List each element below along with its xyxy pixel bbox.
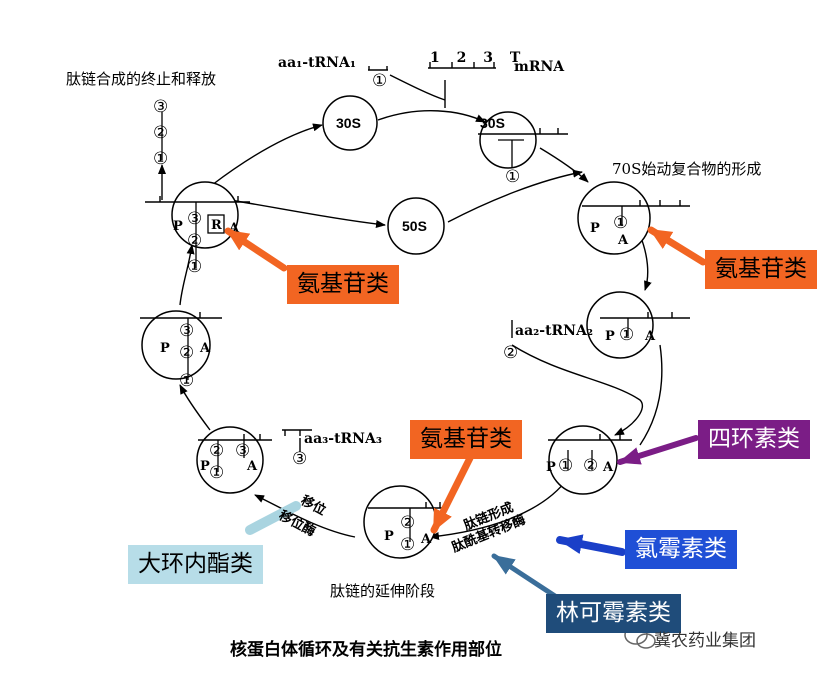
site-p: P [546,460,556,475]
aa-number: ② [209,441,224,461]
site-p: P [160,341,170,356]
aa-number: ② [400,513,415,533]
aa-number: ① [619,325,634,345]
badge-aminoglycoside-2: 氨基苷类 [705,250,817,289]
ribosome-peptide-formation [548,425,618,495]
aa-number: ② [503,343,518,363]
badge-aminoglycoside-1: 氨基苷类 [287,265,399,304]
site-p: P [384,529,394,544]
aa-number: ③ [235,441,250,461]
aa-number: ① [505,167,520,187]
ribosome-aa3-entry [196,426,264,494]
aa-number: ① [400,535,415,555]
stage-elongation: 肽链的延伸阶段 [330,582,436,600]
ribosome-30s-free [322,95,378,151]
site-p: P [173,219,183,234]
aa-number: ① [613,213,628,233]
site-a: A [246,459,258,474]
aa-number: ① [179,371,194,391]
aa-number: ③ [179,321,194,341]
ribosome-50s-free [387,197,445,255]
label-mrna: mRNA [514,59,565,75]
aa-number: ③ [153,97,168,117]
arrow-aminoglycoside-1 [224,227,288,272]
mrna-strands [140,62,690,509]
antibiotic-arrows [224,226,707,601]
aa-number: ③ [187,209,202,229]
ribosome-init-complex [577,181,651,255]
arrow-macrolides [245,501,301,535]
badge-lincomycins: 林可霉素类 [546,594,681,633]
site-a: A [602,460,614,475]
aa-number: ② [187,231,202,251]
site-a: A [420,532,432,547]
stage-termination: 肽链合成的终止和释放 [66,70,217,88]
ribosome-elongated [141,310,211,380]
aa-number: ② [153,123,168,143]
ribosomes [141,95,654,559]
site-p: P [605,329,615,344]
site-a: A [199,341,211,356]
aa-number: ① [209,463,224,483]
arrow-chloramphenicols [556,534,626,556]
label-50s: 50S [402,218,427,234]
site-p: P [200,459,210,474]
diagram-title: 核蛋白体循环及有关抗生素作用部位 [230,640,502,660]
arrow-aminoglycoside-2 [647,226,707,266]
stage-initiation-complex: 70S始动复合物的形成 [612,160,762,178]
aa-number: ② [179,343,194,363]
site-r: R [211,218,222,233]
badge-aminoglycoside-3: 氨基苷类 [410,420,522,459]
ribosome-termination [171,181,239,249]
label-30s-bound: 30S [480,115,505,131]
amino-acid-numbers: ① ① ① ② ① ① ② ② ① ② ③ ① ③ ③ ② ① ③ ② ① ③ … [153,71,634,555]
aa-number: ① [153,149,168,169]
aa-number: ① [187,257,202,277]
label-aa1-trna: aa₁-tRNA₁ [278,55,356,71]
subunit-labels: 30S 30S 50S [336,115,505,234]
arrow-lincomycins [491,553,561,601]
site-p: P [590,221,600,236]
label-aa3-trna: aa₃-tRNA₃ [304,431,382,447]
badge-macrolides: 大环内酯类 [128,545,263,584]
label-mrna-codons: 1 2 3 T [430,50,527,66]
trna-stems [161,112,629,542]
badge-chloramphenicols: 氯霉素类 [625,530,737,569]
badge-tetracyclines: 四环素类 [698,420,810,459]
aa-number: ② [583,456,598,476]
arrow-tetracyclines [617,435,699,465]
site-a: A [644,329,656,344]
arrow-aminoglycoside-3 [430,454,474,534]
site-a: A [617,233,629,248]
aa-number: ① [558,456,573,476]
aa-number: ① [372,71,387,91]
label-30s: 30S [336,115,361,131]
label-aa2-trna: aa₂-tRNA₂ [515,323,593,339]
step-translocation: 移位 [298,492,328,518]
site-letters: P A P A P A P A P A P A P R A [160,218,656,547]
watermark: 冀农药业集团 [654,631,756,651]
aa-number: ③ [292,449,307,469]
ribosome-aa2-entry [586,291,654,359]
